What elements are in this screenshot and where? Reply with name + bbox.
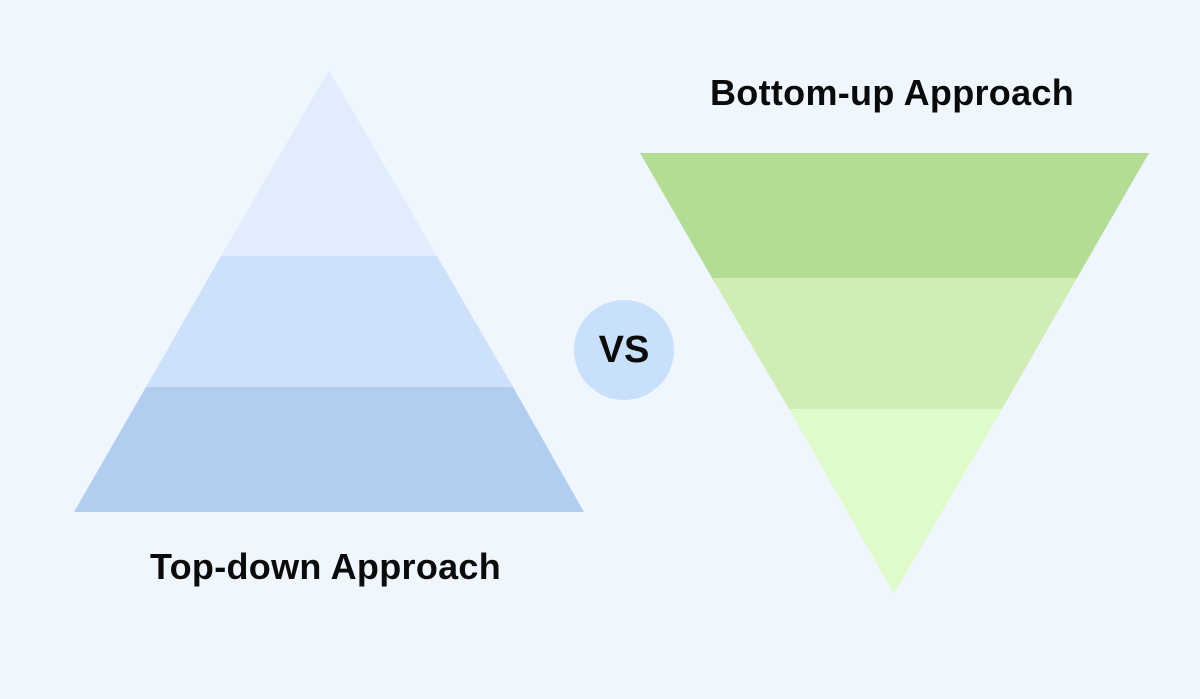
bottom-up-layer-bottom [789,409,1002,594]
bottom-up-title: Bottom-up Approach [710,72,1075,113]
bottom-up-layer-middle [712,278,1077,409]
top-down-title: Top-down Approach [150,546,502,587]
bottom-up-layer-top [640,153,1149,278]
top-down-layer-top [221,70,437,256]
top-down-pyramid [74,70,584,512]
versus-badge: VS [574,300,674,400]
top-down-layer-middle [146,256,513,387]
top-down-layer-bottom [74,387,584,512]
versus-label: VS [598,328,650,371]
bottom-up-pyramid [640,153,1149,594]
